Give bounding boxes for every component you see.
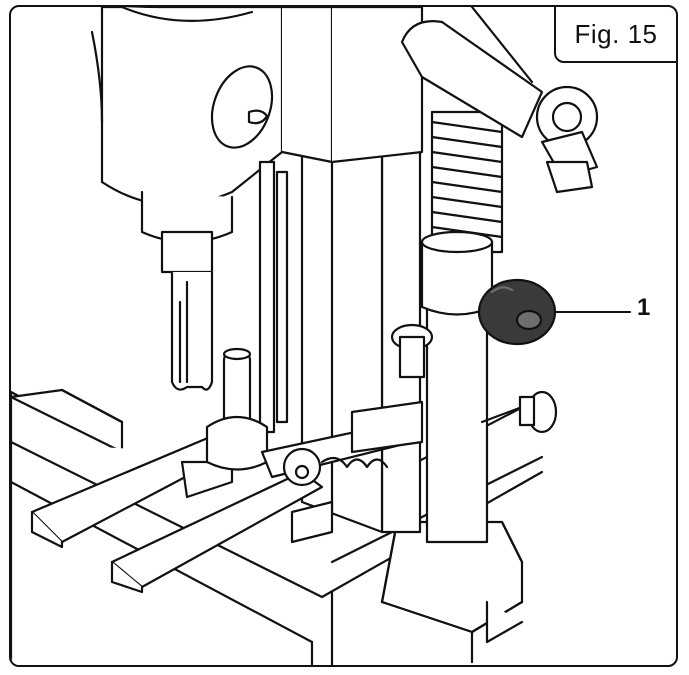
chisel-bit <box>160 230 214 391</box>
figure-label: Fig. 15 <box>574 18 658 49</box>
feed-lever <box>400 7 599 194</box>
lock-knob <box>477 278 557 346</box>
hold-down-post <box>205 347 269 471</box>
column-clamp-screw <box>390 323 434 379</box>
vertical-column <box>420 230 494 544</box>
mortiser-illustration <box>11 7 631 665</box>
clamp-bar <box>260 400 424 544</box>
side-rod <box>480 390 558 434</box>
figure-label-box: Fig. 15 <box>554 7 676 63</box>
column-base <box>380 520 524 664</box>
figure-frame: Fig. 15 <box>9 5 678 667</box>
callout-number: 1 <box>637 294 651 321</box>
depth-rods <box>258 160 289 434</box>
column-spring <box>430 110 504 254</box>
motor-housing <box>90 7 424 244</box>
